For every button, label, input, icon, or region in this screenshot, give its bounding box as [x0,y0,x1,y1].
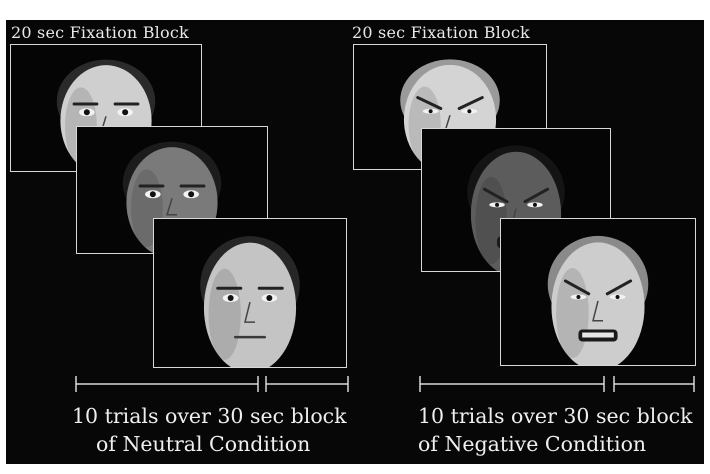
negative-face-3 [547,235,649,365]
neutral-face-2-image [122,141,222,253]
timeline-left [75,376,349,392]
fixation-label-left: 20 sec Fixation Block [11,23,189,42]
timeline-right [419,376,695,392]
stimulus-frame-neutral-3 [153,218,347,368]
neutral-face-3-image [200,236,300,367]
caption-left-line2: of Neutral Condition [96,432,311,456]
neutral-face-2 [122,141,222,253]
caption-left-line1: 10 trials over 30 sec block [72,404,347,428]
fixation-label-right: 20 sec Fixation Block [352,23,530,42]
negative-face-3-image [547,235,649,365]
neutral-face-3 [200,236,300,367]
stimulus-frame-neutral-2 [76,126,268,254]
caption-right-line2: of Negative Condition [418,432,647,456]
caption-right-line1: 10 trials over 30 sec block [418,404,693,428]
stimulus-frame-negative-3 [500,218,696,366]
